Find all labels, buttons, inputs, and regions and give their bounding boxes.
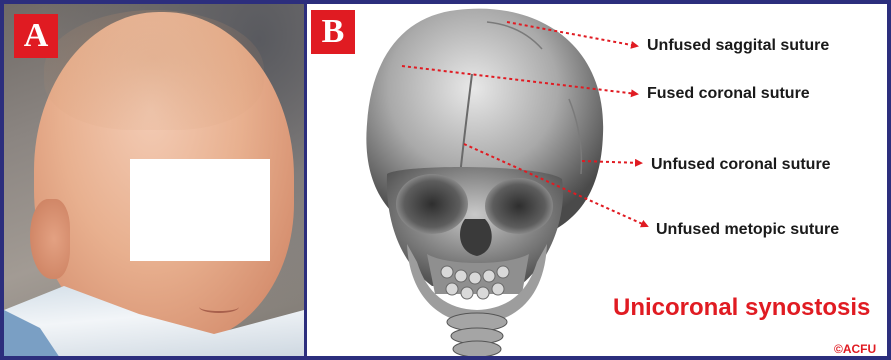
figure-title: Unicoronal synostosis: [613, 294, 870, 322]
panel-a-label: A: [14, 14, 58, 58]
annotation-unfused-saggital-suture: Unfused saggital suture: [647, 37, 829, 55]
annotation-fused-coronal-suture: Fused coronal suture: [647, 85, 810, 103]
panel-a-infant-photo: A: [4, 4, 304, 356]
annotation-unfused-metopic-suture: Unfused metopic suture: [656, 221, 839, 239]
copyright-notice: ©ACFU: [834, 342, 876, 356]
infant-ear: [30, 199, 70, 279]
infant-hair: [44, 10, 264, 130]
right-orbit: [485, 178, 553, 234]
left-orbit: [396, 174, 468, 234]
cervical-spine: [447, 313, 507, 356]
panel-b-label: B: [311, 10, 355, 54]
panel-b-ct-skull: B Unfused saggital suture Fused coronal …: [307, 4, 887, 356]
privacy-mask: [130, 159, 270, 261]
annotation-unfused-coronal-suture: Unfused coronal suture: [651, 156, 831, 174]
infant-mouth: [199, 301, 239, 313]
